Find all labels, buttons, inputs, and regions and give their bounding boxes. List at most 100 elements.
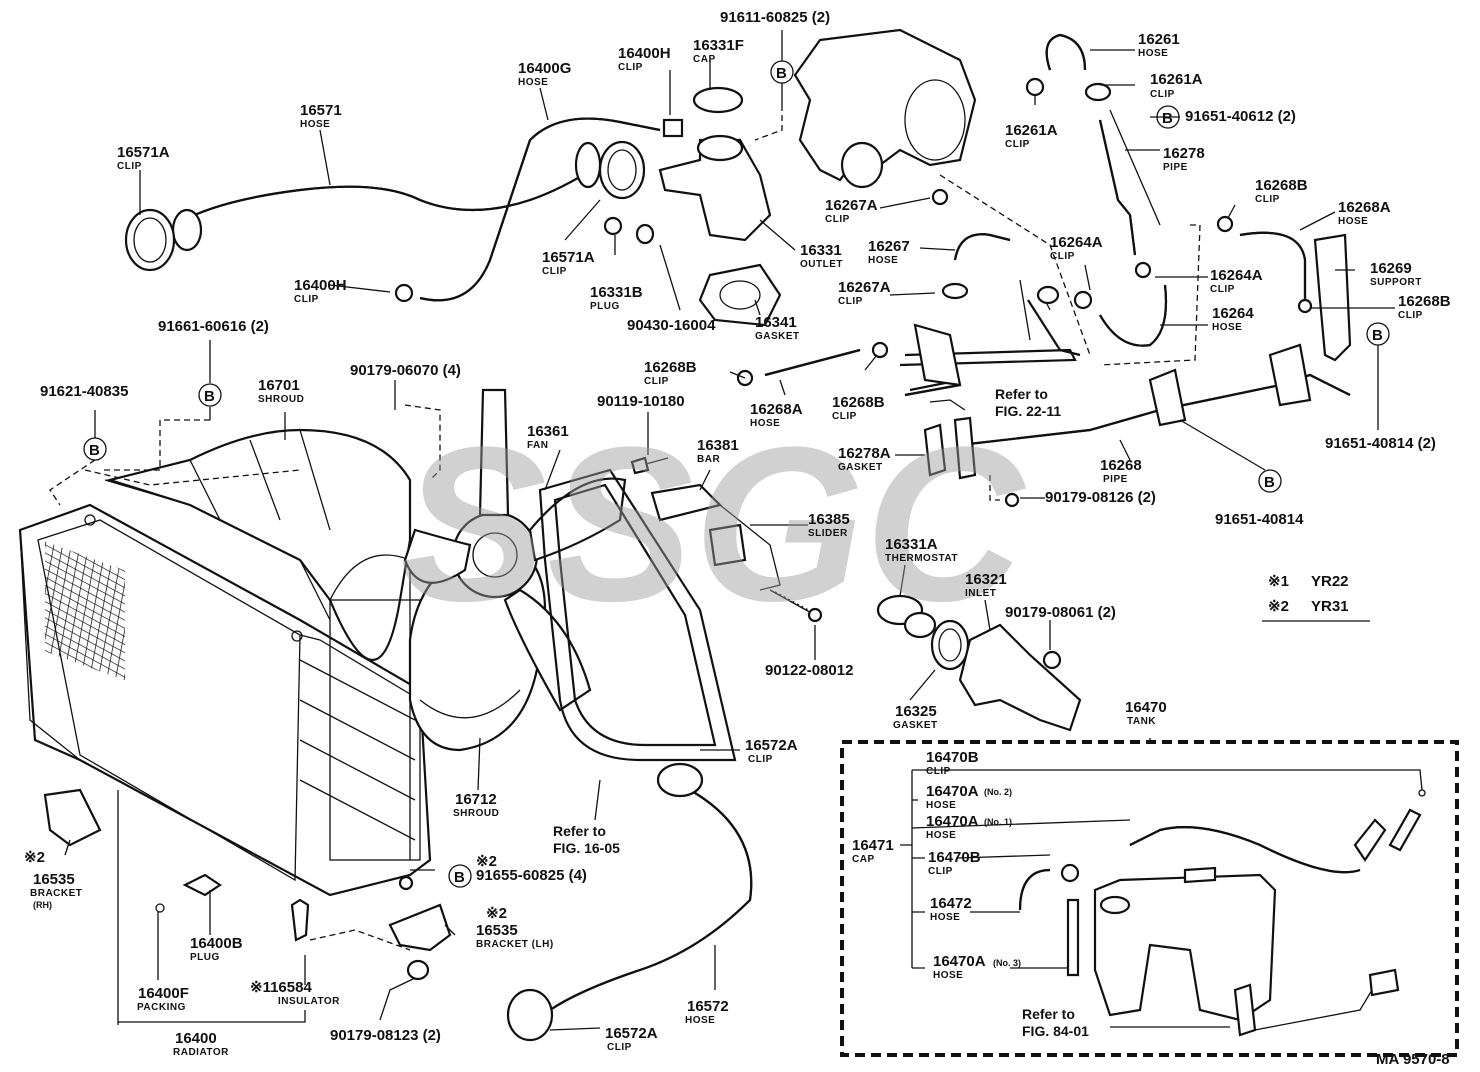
part-number: 16381: [697, 437, 739, 454]
part-number: 90122-08012: [765, 662, 853, 679]
radiator-drawing: [18, 479, 432, 913]
legend-value-2: YR31: [1311, 598, 1349, 615]
part-name: PACKING: [137, 1002, 186, 1013]
part-number: 16571A: [117, 144, 170, 161]
part-name: TANK: [1127, 716, 1156, 727]
bar-slider-drawing: [650, 483, 823, 623]
part-name: HOSE: [926, 800, 956, 811]
part-number: 16264A: [1050, 234, 1103, 251]
part-name: INLET: [965, 588, 996, 599]
part-name: CLIP: [644, 376, 669, 387]
part-name: SHROUD: [258, 394, 304, 405]
part-name: SLIDER: [808, 528, 848, 539]
hose-16572-drawing: [506, 762, 753, 1042]
refer-to-16-05-fig: FIG. 16-05: [553, 840, 620, 856]
b-mark: B: [770, 60, 794, 84]
pipe-fitting-22-11-drawing: [899, 323, 1077, 397]
part-name: RADIATOR: [173, 1047, 229, 1058]
brackets-small-parts-drawing: [43, 788, 452, 981]
b-mark: B: [448, 864, 472, 888]
part-name: HOSE: [1212, 322, 1242, 333]
part-number: 16264A: [1210, 267, 1263, 284]
part-name: CLIP: [832, 411, 857, 422]
engine-outline-drawing: [793, 28, 977, 189]
part-number: 91651-40814 (2): [1325, 435, 1436, 452]
part-number: 16269: [1370, 260, 1412, 277]
part-number: 16471: [852, 837, 894, 854]
refer-to-16-05: Refer to: [553, 823, 606, 839]
svg-text:SSGC: SSGC: [400, 401, 1027, 647]
part-name: CLIP: [1255, 194, 1280, 205]
part-number: 16267A: [825, 197, 878, 214]
part-number: 16267A: [838, 279, 891, 296]
part-name: CLIP: [1050, 251, 1075, 262]
b-mark: B: [1366, 322, 1390, 346]
part-number: 16268B: [1255, 177, 1308, 194]
variant-mark: ※2: [486, 905, 507, 922]
part-number: 16278A: [838, 445, 891, 462]
part-name: THERMOSTAT: [885, 553, 958, 564]
b-mark: B: [1258, 469, 1282, 493]
part-number: 91651-40814: [1215, 511, 1304, 528]
svg-text:B: B: [776, 65, 787, 82]
part-name: HOSE: [930, 912, 960, 923]
hose-16261-pipe-16278-drawing: [1025, 33, 1161, 279]
part-name: HOSE: [868, 255, 898, 266]
part-name: HOSE: [1138, 48, 1168, 59]
part-number: 16400H: [294, 277, 347, 294]
part-name: CLIP: [1210, 284, 1235, 295]
hose-16264-drawing: [1019, 279, 1168, 357]
part-number: 16264: [1212, 305, 1254, 322]
part-name: OUTLET: [800, 259, 843, 270]
b-mark: B: [198, 383, 222, 407]
part-name: PIPE: [1163, 162, 1188, 173]
part-number: 16400B: [190, 935, 243, 952]
part-name: PIPE: [1103, 474, 1128, 485]
part-name: CLIP: [1398, 310, 1423, 321]
part-number: 16321: [965, 571, 1007, 588]
part-number: 16572A: [745, 737, 798, 754]
part-number: 16278: [1163, 145, 1205, 162]
part-number: 16341: [755, 314, 797, 331]
part-name: HOSE: [926, 830, 956, 841]
part-number: 16712: [455, 791, 497, 808]
figure-code: MA 9570-8: [1376, 1051, 1450, 1068]
part-number: 16331: [800, 242, 842, 259]
part-number: 90179-08126 (2): [1045, 489, 1156, 506]
part-number: 16331A: [885, 536, 938, 553]
part-name: FAN: [527, 440, 549, 451]
part-name: CLIP: [618, 62, 643, 73]
part-number: 91661-60616 (2): [158, 318, 269, 335]
part-name: CLIP: [825, 214, 850, 225]
part-name: BAR: [697, 454, 720, 465]
part-name: GASKET: [755, 331, 800, 342]
part-number: 16572A: [605, 1025, 658, 1042]
refer-to-84-01-fig: FIG. 84-01: [1022, 1023, 1089, 1039]
part-number: 90179-08061 (2): [1005, 604, 1116, 621]
part-number: 16268B: [644, 359, 697, 376]
legend-key-1: ※1: [1268, 573, 1289, 590]
part-number: 16385: [808, 511, 850, 528]
svg-text:B: B: [1372, 327, 1383, 344]
variant-mark: ※2: [24, 849, 45, 866]
hose-16571-drawing: [171, 141, 602, 252]
part-name: PLUG: [190, 952, 220, 963]
part-number: 16470B: [926, 749, 979, 766]
part-number: ※116584: [250, 979, 312, 996]
part-number: 16267: [868, 238, 910, 255]
part-name: HOSE: [685, 1015, 715, 1026]
part-side: (RH): [33, 900, 52, 910]
part-number: 91655-60825 (4): [476, 867, 587, 884]
part-number: 16261A: [1005, 122, 1058, 139]
part-name: CLIP: [1150, 89, 1175, 100]
part-number: 16331F: [693, 37, 744, 54]
legend-value-1: YR22: [1311, 573, 1349, 590]
part-name: CLIP: [542, 266, 567, 277]
part-number: 16472: [930, 895, 972, 912]
part-name: HOSE: [300, 119, 330, 130]
radiator-mesh: [45, 541, 125, 681]
part-number: 16268A: [750, 401, 803, 418]
part-number: 16361: [527, 423, 569, 440]
part-name: CLIP: [926, 766, 951, 777]
